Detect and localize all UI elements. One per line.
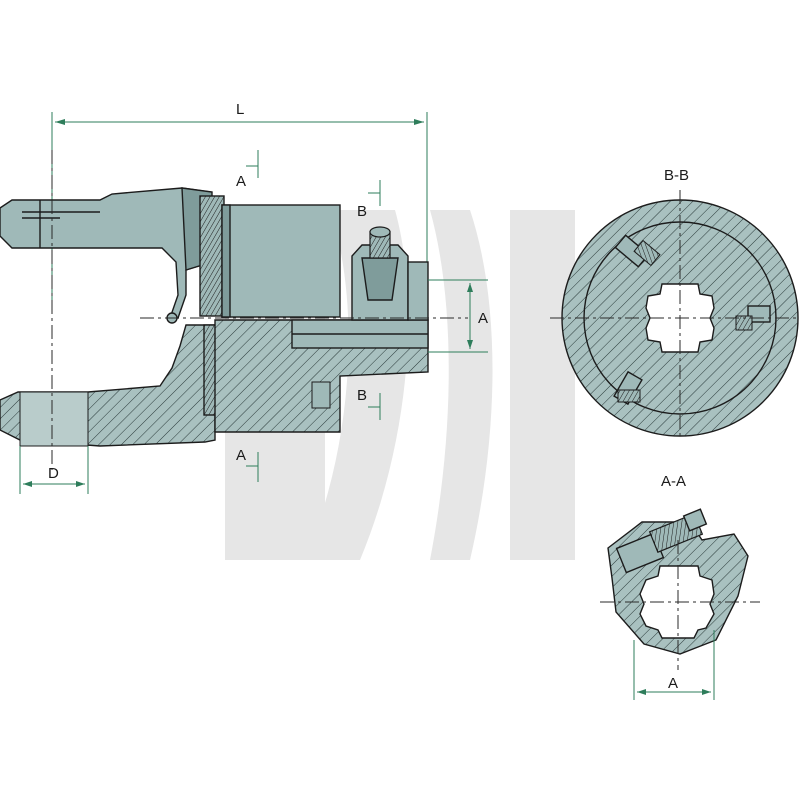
dimension-d-label: D xyxy=(48,465,59,482)
section-mark-b-bottom: B xyxy=(357,387,381,420)
svg-text:B: B xyxy=(357,203,367,220)
section-aa-dimension-a: A xyxy=(633,630,715,700)
section-mark-a-bottom: A xyxy=(236,447,259,482)
section-bb-pin-bottom xyxy=(613,370,643,406)
hub-shade xyxy=(221,204,231,318)
svg-text:A: A xyxy=(236,447,246,464)
locking-pin-lower xyxy=(311,381,331,409)
section-mark-b-top: B xyxy=(357,180,381,220)
main-view: L xyxy=(0,101,488,494)
dimension-a-bore: A xyxy=(428,279,488,353)
hub-front-flange xyxy=(407,261,429,321)
section-mark-a-top: A xyxy=(236,150,259,190)
locking-pin xyxy=(369,226,391,259)
svg-text:B: B xyxy=(357,387,367,404)
dimension-d: D xyxy=(19,446,89,494)
section-bb-title: B-B xyxy=(664,167,689,184)
hub-body xyxy=(221,204,341,318)
section-aa-dimension-a-label: A xyxy=(668,675,678,692)
yoke-bore-lower xyxy=(19,391,89,447)
section-aa-view: A-A A xyxy=(600,473,760,700)
knurled-collar xyxy=(199,195,225,317)
section-bb-view: B-B xyxy=(550,167,800,440)
dimension-l-label: L xyxy=(236,101,244,118)
section-bb-pin-top xyxy=(614,234,661,268)
section-aa-title: A-A xyxy=(661,473,686,490)
dimension-a-label: A xyxy=(478,310,488,327)
svg-text:A: A xyxy=(236,173,246,190)
yoke-upper-arm xyxy=(0,187,213,319)
pin-taper xyxy=(361,257,399,301)
section-aa-clamp-bolt xyxy=(615,508,708,574)
